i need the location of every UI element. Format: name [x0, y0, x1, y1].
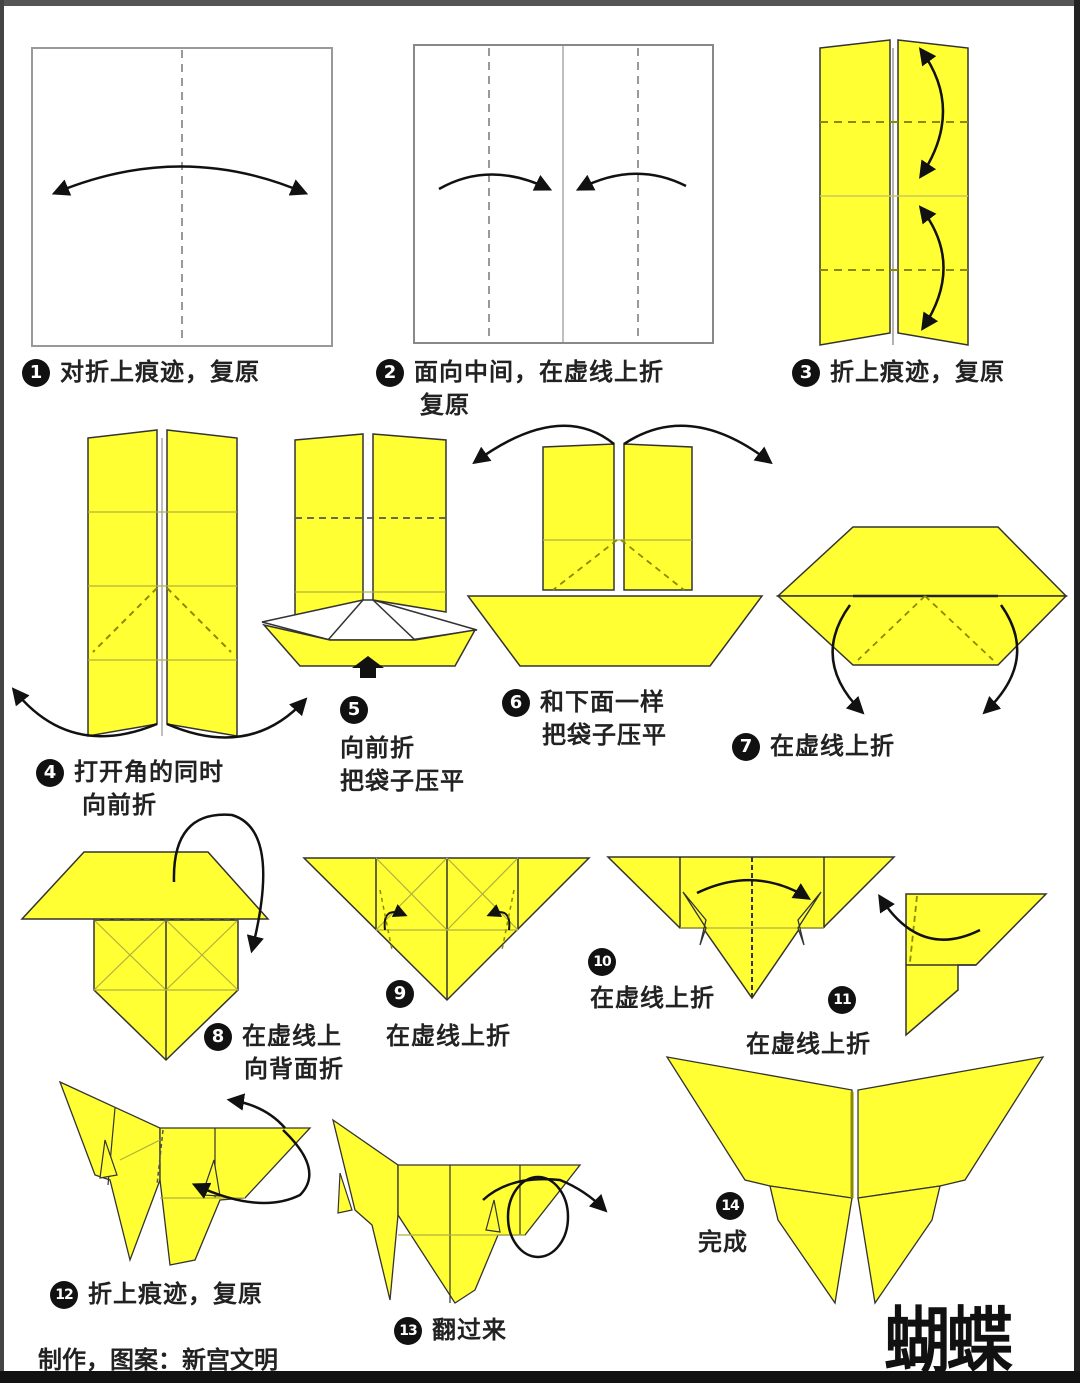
step-3-diagram	[819, 39, 969, 346]
step-8-diagram	[20, 813, 270, 1062]
step-2-diagram	[413, 44, 714, 344]
step-1-number-badge: 1	[22, 359, 50, 387]
frame-border-right	[1074, 0, 1080, 1383]
step-1-diagram	[31, 47, 333, 347]
step-5-label: 向前折 把袋子压平	[340, 734, 465, 795]
step-5-number-badge: 5	[340, 696, 368, 724]
step-9-number: 9	[386, 980, 424, 1008]
step-14-label: 完成	[698, 1228, 748, 1256]
step-4-diagram	[11, 429, 308, 739]
step-10-number: 10	[588, 948, 626, 976]
step-6-diagram	[466, 424, 773, 667]
step-13-diagram	[331, 1118, 608, 1304]
credit-text: 制作，图案：新宫文明	[38, 1346, 278, 1374]
step-8-number-badge: 8	[204, 1023, 232, 1051]
step-10-diagram	[606, 856, 896, 1000]
step-12-number-badge: 12	[50, 1281, 78, 1309]
step-7-diagram	[776, 526, 1068, 715]
step-10-label: 在虚线上折	[590, 984, 715, 1012]
frame-border-left	[0, 0, 4, 1383]
frame-border-bottom	[0, 1371, 1080, 1383]
step-4-number-badge: 4	[36, 759, 64, 787]
step-13-number-badge: 13	[394, 1317, 422, 1345]
step-11-diagram	[878, 893, 1048, 1037]
frame-border-top	[0, 0, 1080, 6]
page-title: 蝴蝶	[884, 1299, 1013, 1383]
step-7-number-badge: 7	[732, 733, 760, 761]
step-14-number-badge: 14	[716, 1192, 744, 1220]
step-9-diagram	[302, 857, 591, 1002]
step-6-number-badge: 6	[502, 689, 530, 717]
step-9-number-badge: 9	[386, 980, 414, 1008]
step-3-number-badge: 3	[792, 359, 820, 387]
step-11-label: 在虚线上折	[746, 1030, 871, 1058]
step-14-number: 14	[716, 1192, 754, 1220]
step-5-number: 5	[340, 696, 378, 724]
step-11-number-badge: 11	[828, 986, 856, 1014]
step-9-label: 在虚线上折	[386, 1022, 511, 1050]
step-5-diagram	[261, 433, 478, 678]
step-14-diagram	[665, 1056, 1045, 1305]
step-2-number-badge: 2	[376, 359, 404, 387]
step-10-number-badge: 10	[588, 948, 616, 976]
step-12-diagram	[58, 1080, 312, 1266]
step-11-number: 11	[828, 986, 866, 1014]
